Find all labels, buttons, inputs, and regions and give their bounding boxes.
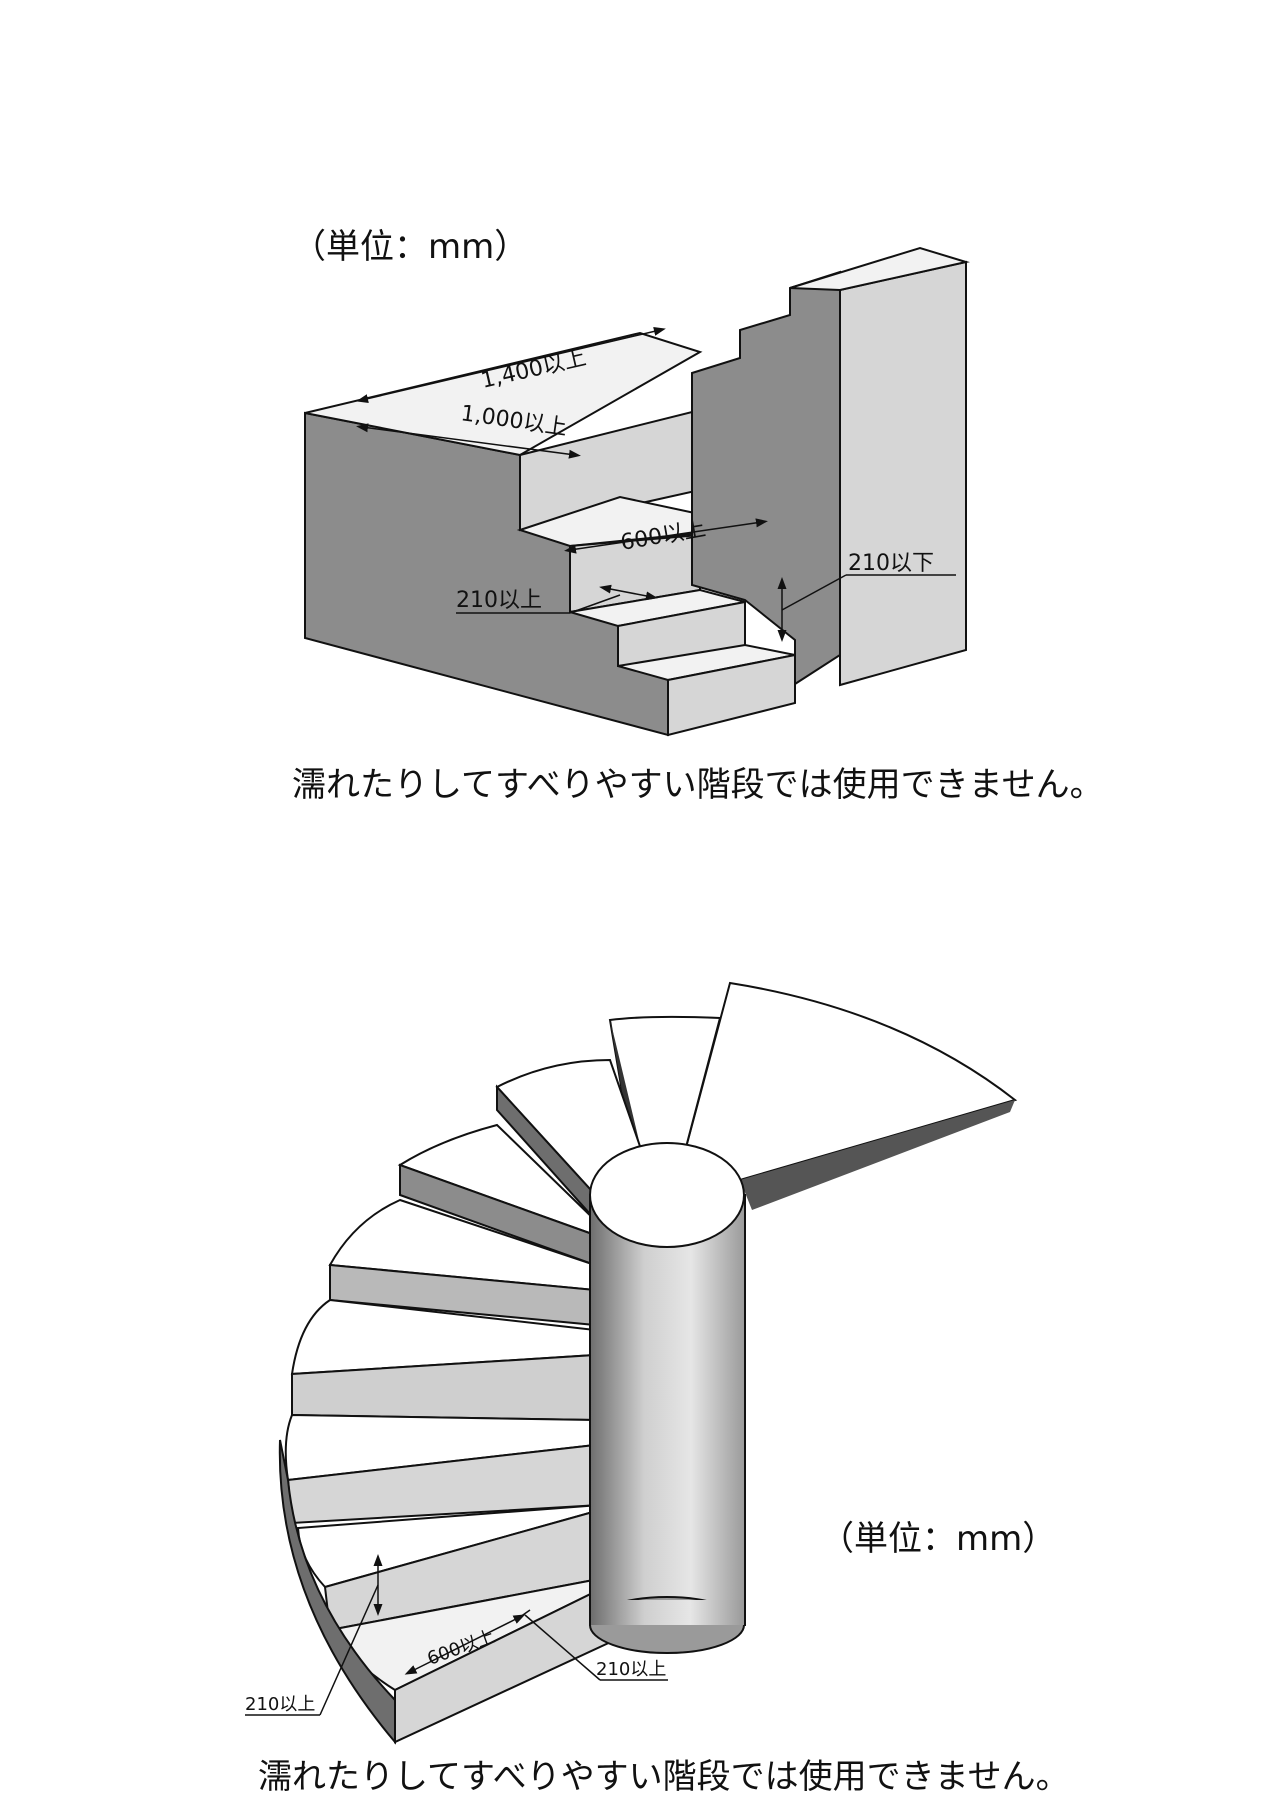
right-wall-front bbox=[839, 260, 967, 687]
unit-note-2: （単位：mm） bbox=[820, 1519, 1056, 1559]
dim-leader-210-riser bbox=[781, 574, 847, 611]
dim-210-riser-label: 210以下 bbox=[848, 551, 934, 576]
dim-line-600 bbox=[564, 518, 768, 554]
tread-4 bbox=[328, 1198, 596, 1292]
tread-5 bbox=[290, 1298, 596, 1376]
central-column bbox=[589, 1194, 746, 1626]
caption-1: 濡れたりしてすべりやすい階段では使用できません。 bbox=[292, 765, 1104, 805]
caption-2: 濡れたりしてすべりやすい階段では使用できません。 bbox=[258, 1757, 1070, 1797]
dim2-210-left-label: 210以上 bbox=[245, 1694, 315, 1715]
dim2-line-600 bbox=[404, 1614, 526, 1675]
outer-skirt bbox=[278, 1439, 396, 1745]
central-column-top bbox=[589, 1142, 745, 1248]
dim-line-210-depth bbox=[599, 584, 658, 601]
right-wall-top bbox=[789, 246, 970, 292]
step1-riser bbox=[667, 653, 796, 737]
dim2-210-right-label: 210以上 bbox=[596, 1659, 666, 1680]
dim-line-1000 bbox=[356, 423, 581, 459]
dim2-leader-left bbox=[319, 1584, 379, 1716]
dim-line-1400 bbox=[356, 326, 666, 404]
dim-leader-210-depth-2 bbox=[569, 594, 621, 614]
spiral-top-wedge bbox=[678, 981, 1018, 1182]
dim2-line-210-right bbox=[519, 1609, 531, 1618]
spiral-top-wedge-edge bbox=[740, 1100, 1015, 1210]
tread-3 bbox=[397, 1123, 602, 1237]
central-column-base-fill bbox=[591, 1600, 744, 1625]
spiral-stairs-figure: 600以上 210以上 210以上 （単位：mm） 濡れたりしてすべりやすい階段… bbox=[245, 981, 1070, 1797]
dim-210-depth-label: 210以上 bbox=[456, 588, 542, 613]
unit-note-1: （単位：mm） bbox=[292, 227, 528, 267]
straight-stairs-figure: （単位：mm） 1,400以上 1,000以上 600以上 210以上 210以… bbox=[292, 227, 1104, 805]
dim2-leader-right bbox=[524, 1614, 601, 1681]
